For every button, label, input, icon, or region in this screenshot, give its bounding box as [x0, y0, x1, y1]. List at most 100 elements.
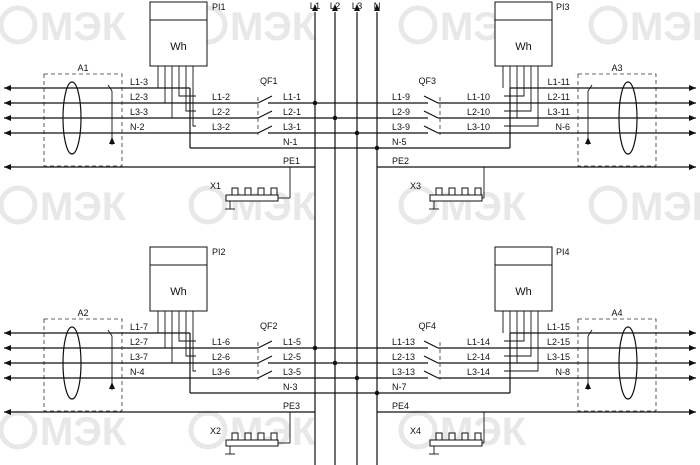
meter-wh-label: Wh [515, 286, 532, 298]
ct-line-label: L3-3 [130, 107, 148, 117]
breaker-in-label: L3-10 [467, 122, 490, 132]
pe-label: PE4 [392, 401, 409, 411]
arrow-left-icon [4, 130, 11, 136]
arrow-up-icon [109, 137, 115, 144]
ct-line-label: N-6 [555, 122, 570, 132]
ct-line-label: L2-3 [130, 92, 148, 102]
breaker-in-label: L1-14 [467, 337, 490, 347]
junction-dot [332, 115, 338, 121]
terminal-screw [257, 187, 265, 196]
meter-header [494, 246, 553, 266]
ct-box [577, 318, 657, 412]
watermark-logo-icon [588, 185, 628, 225]
breaker-in-label: L2-2 [212, 107, 230, 117]
ct-line-label: N-8 [555, 367, 570, 377]
neutral-tap-label: N-5 [392, 137, 407, 147]
arrow-left-icon [4, 330, 11, 336]
pe-label: PE2 [392, 156, 409, 166]
breaker-contact [257, 340, 273, 349]
watermark-logo-icon [588, 5, 628, 45]
breaker-in-label: L2-6 [212, 352, 230, 362]
bus-tap-label: L1-1 [283, 92, 301, 102]
arrow-right-icon [689, 360, 696, 366]
watermark-text: МЭК [440, 410, 527, 454]
bus-tap-label: L1-9 [392, 92, 410, 102]
ct-box [43, 318, 123, 412]
junction-dot [374, 390, 380, 396]
arrow-left-icon [4, 345, 11, 351]
watermark-text: МЭК [230, 5, 317, 49]
terminal-screw [270, 187, 278, 196]
arrow-left-icon [4, 164, 11, 170]
terminal-designation: X1 [210, 181, 221, 191]
breaker-in-label: L2-10 [467, 107, 490, 117]
breaker-in-label: L2-14 [467, 352, 490, 362]
arrow-right-icon [689, 330, 696, 336]
terminal-designation: X3 [410, 181, 421, 191]
meter-designation: PI2 [212, 247, 226, 257]
ct-line-label: L1-3 [130, 77, 148, 87]
meter-body [149, 264, 208, 312]
bus-tap-label: L3-13 [392, 367, 415, 377]
breaker-in-label: L1-10 [467, 92, 490, 102]
meter-voltage-wire [504, 72, 525, 97]
breaker-in-label: L3-14 [467, 367, 490, 377]
terminal-screw [448, 187, 456, 196]
arrow-up-icon [332, 4, 338, 11]
terminal-screw [435, 187, 443, 196]
terminal-screw [474, 432, 482, 441]
meter-voltage-wire [504, 72, 532, 112]
terminal-block [429, 194, 483, 202]
bus-label-l3: L3 [352, 1, 363, 12]
breaker-contact [423, 370, 439, 379]
meter-body [149, 19, 208, 67]
breaker-contact [257, 110, 273, 119]
breaker-in-label: L1-2 [212, 92, 230, 102]
meter-voltage-wire [504, 317, 539, 372]
arrow-left-icon [4, 409, 11, 415]
arrow-right-icon [689, 100, 696, 106]
terminal-screw [270, 432, 278, 441]
arrow-right-icon [689, 164, 696, 170]
watermark-text: МЭК [40, 5, 127, 49]
arrow-up-icon [354, 4, 360, 11]
meter-designation: PI3 [556, 2, 570, 12]
arrow-left-icon [4, 85, 11, 91]
arrow-right-icon [689, 115, 696, 121]
breaker-contact [257, 355, 273, 364]
terminal-block [225, 194, 279, 202]
bus-tap-label: L3-5 [283, 367, 301, 377]
breaker-contact [423, 95, 439, 104]
meter-designation: PI4 [556, 247, 570, 257]
bus-tap-label: L3-9 [392, 122, 410, 132]
terminal-screw [461, 187, 469, 196]
arrow-right-icon [689, 85, 696, 91]
ct-line-label: L1-15 [547, 322, 570, 332]
breaker-contact [423, 355, 439, 364]
ct-line-label: N-4 [130, 367, 145, 377]
terminal-block [429, 439, 483, 447]
junction-dot [312, 100, 318, 106]
breaker-in-label: L3-2 [212, 122, 230, 132]
arrow-right-icon [689, 130, 696, 136]
terminal-screw [435, 432, 443, 441]
arrow-right-icon [689, 375, 696, 381]
arrow-up-icon [585, 137, 591, 144]
junction-dot [332, 360, 338, 366]
terminal-screw [257, 432, 265, 441]
panel-br: WhPI4A4L1-15L2-15L3-15N-8QF4L1-14L1-13L2… [312, 246, 696, 455]
terminal-screw [474, 187, 482, 196]
junction-dot [374, 145, 380, 151]
neutral-tap-label: N-7 [392, 382, 407, 392]
pe-label: PE3 [283, 401, 300, 411]
neutral-tap-label: N-3 [283, 382, 298, 392]
breaker-contact [257, 370, 273, 379]
meter-voltage-wire [504, 317, 525, 342]
arrow-up-icon [109, 382, 115, 389]
terminal-screw [231, 187, 239, 196]
meter-header [149, 1, 208, 21]
arrow-up-icon [312, 4, 318, 11]
meter-voltage-wire [185, 72, 196, 112]
